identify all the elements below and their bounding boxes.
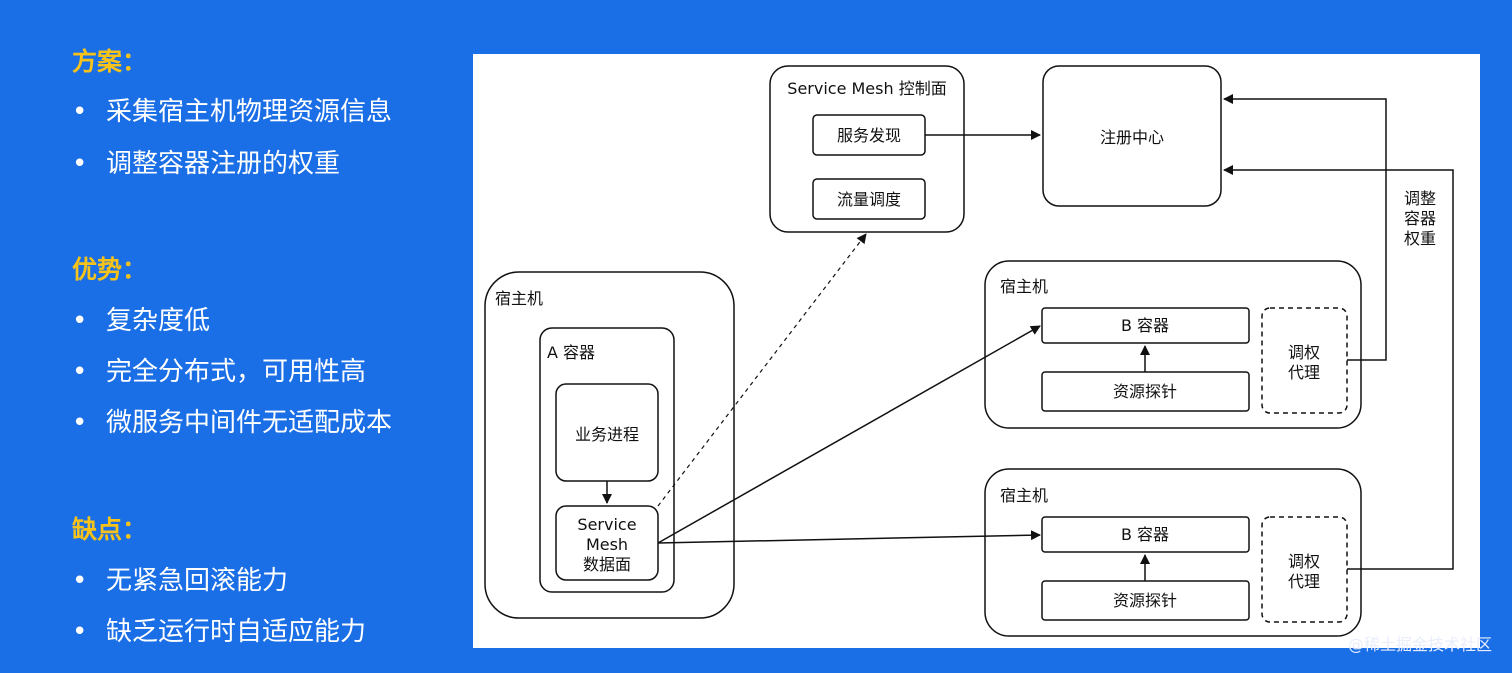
left-text-panel: 方案： • 采集宿主机物理资源信息 • 调整容器注册的权重 优势： • 复杂度低 • 完… <box>0 0 460 673</box>
host-b2-box: 宿主机 B 容器 资源探针 调权 代理 <box>984 468 1362 637</box>
weight-proxy-b2-line1: 调权 <box>1288 552 1320 571</box>
host-b2-title: 宿主机 <box>1000 486 1048 505</box>
bullet-text: 完全分布式，可用性高 <box>106 357 367 387</box>
list-item: • 无紧急回滚能力 <box>72 560 288 597</box>
list-item: • 采集宿主机物理资源信息 <box>72 91 392 128</box>
weight-proxy-b1-box <box>1261 307 1348 414</box>
architecture-diagram: Service Mesh 控制面 服务发现 流量调度 注册中心 调整 容器 权重… <box>484 65 1454 637</box>
business-process-label: 业务进程 <box>575 425 639 444</box>
probe-b1-label: 资源探针 <box>1113 382 1177 401</box>
arrow-dataplane-to-b2 <box>657 530 1041 544</box>
adjust-label-line1: 调整 <box>1404 189 1436 208</box>
weight-proxy-b2-line2: 代理 <box>1288 572 1320 591</box>
bullet-text: 无紧急回滚能力 <box>106 566 289 596</box>
registry-label: 注册中心 <box>1100 128 1164 147</box>
arrow-proxy-b2-to-registry <box>1223 165 1454 570</box>
bullet-text: 调整容器注册的权重 <box>106 149 341 179</box>
list-item: • 调整容器注册的权重 <box>72 143 340 180</box>
control-plane-box: Service Mesh 控制面 服务发现 流量调度 <box>769 65 965 233</box>
bullet-dot: • <box>72 357 88 387</box>
bullet-text: 复杂度低 <box>106 306 211 336</box>
section-title-plan: 方案： <box>72 47 148 76</box>
container-a-title: A 容器 <box>547 343 595 362</box>
list-item: • 复杂度低 <box>72 300 210 337</box>
weight-proxy-b2-box <box>1261 516 1348 623</box>
host-b1-title: 宿主机 <box>1000 277 1048 296</box>
section-title-advantages: 优势： <box>72 255 148 284</box>
traffic-scheduling-box <box>812 178 926 220</box>
weight-proxy-b1-line2: 代理 <box>1288 363 1320 382</box>
list-item: • 缺乏运行时自适应能力 <box>72 611 366 648</box>
bullet-dot: • <box>72 617 88 647</box>
service-discovery-label: 服务发现 <box>837 126 901 145</box>
weight-proxy-b1-line1: 调权 <box>1288 343 1320 362</box>
arrow-proxy-b1-to-registry <box>1223 94 1387 361</box>
list-item: • 完全分布式，可用性高 <box>72 351 366 388</box>
container-b2-label: B 容器 <box>1121 525 1169 544</box>
bullet-text: 微服务中间件无适配成本 <box>106 408 393 438</box>
adjust-label-line2: 容器 <box>1404 209 1436 228</box>
bullet-dot: • <box>72 408 88 438</box>
section-title-disadvantages: 缺点： <box>72 515 148 544</box>
host-b1-box: 宿主机 B 容器 资源探针 调权 代理 <box>984 260 1362 429</box>
watermark-text: @稀土掘金技术社区 <box>1347 635 1492 654</box>
container-b1-box <box>1041 307 1250 344</box>
probe-b2-label: 资源探针 <box>1113 591 1177 610</box>
registry-box: 注册中心 <box>1042 65 1222 207</box>
list-item: • 微服务中间件无适配成本 <box>72 402 392 439</box>
data-plane-line1: Service <box>577 515 636 534</box>
host-a-title: 宿主机 <box>495 289 543 308</box>
adjust-label-line3: 权重 <box>1404 229 1436 248</box>
data-plane-line3: 数据面 <box>583 555 631 574</box>
traffic-scheduling-label: 流量调度 <box>837 190 901 209</box>
container-b2-box <box>1041 516 1250 553</box>
arrow-dataplane-to-b1 <box>657 325 1041 544</box>
container-b1-label: B 容器 <box>1121 316 1169 335</box>
control-plane-title: Service Mesh 控制面 <box>787 79 946 98</box>
host-a-box: 宿主机 A 容器 业务进程 Service Mesh 数据面 <box>484 271 735 619</box>
bullet-dot: • <box>72 306 88 336</box>
diagram-panel: Service Mesh 控制面 服务发现 流量调度 注册中心 调整 容器 权重… <box>473 54 1480 648</box>
bullet-text: 采集宿主机物理资源信息 <box>106 97 393 127</box>
bullet-dot: • <box>72 566 88 596</box>
data-plane-line2: Mesh <box>586 535 628 554</box>
bullet-dot: • <box>72 97 88 127</box>
dashed-arrow-dataplane-to-control <box>657 233 867 507</box>
bullet-text: 缺乏运行时自适应能力 <box>106 617 367 647</box>
bullet-dot: • <box>72 149 88 179</box>
